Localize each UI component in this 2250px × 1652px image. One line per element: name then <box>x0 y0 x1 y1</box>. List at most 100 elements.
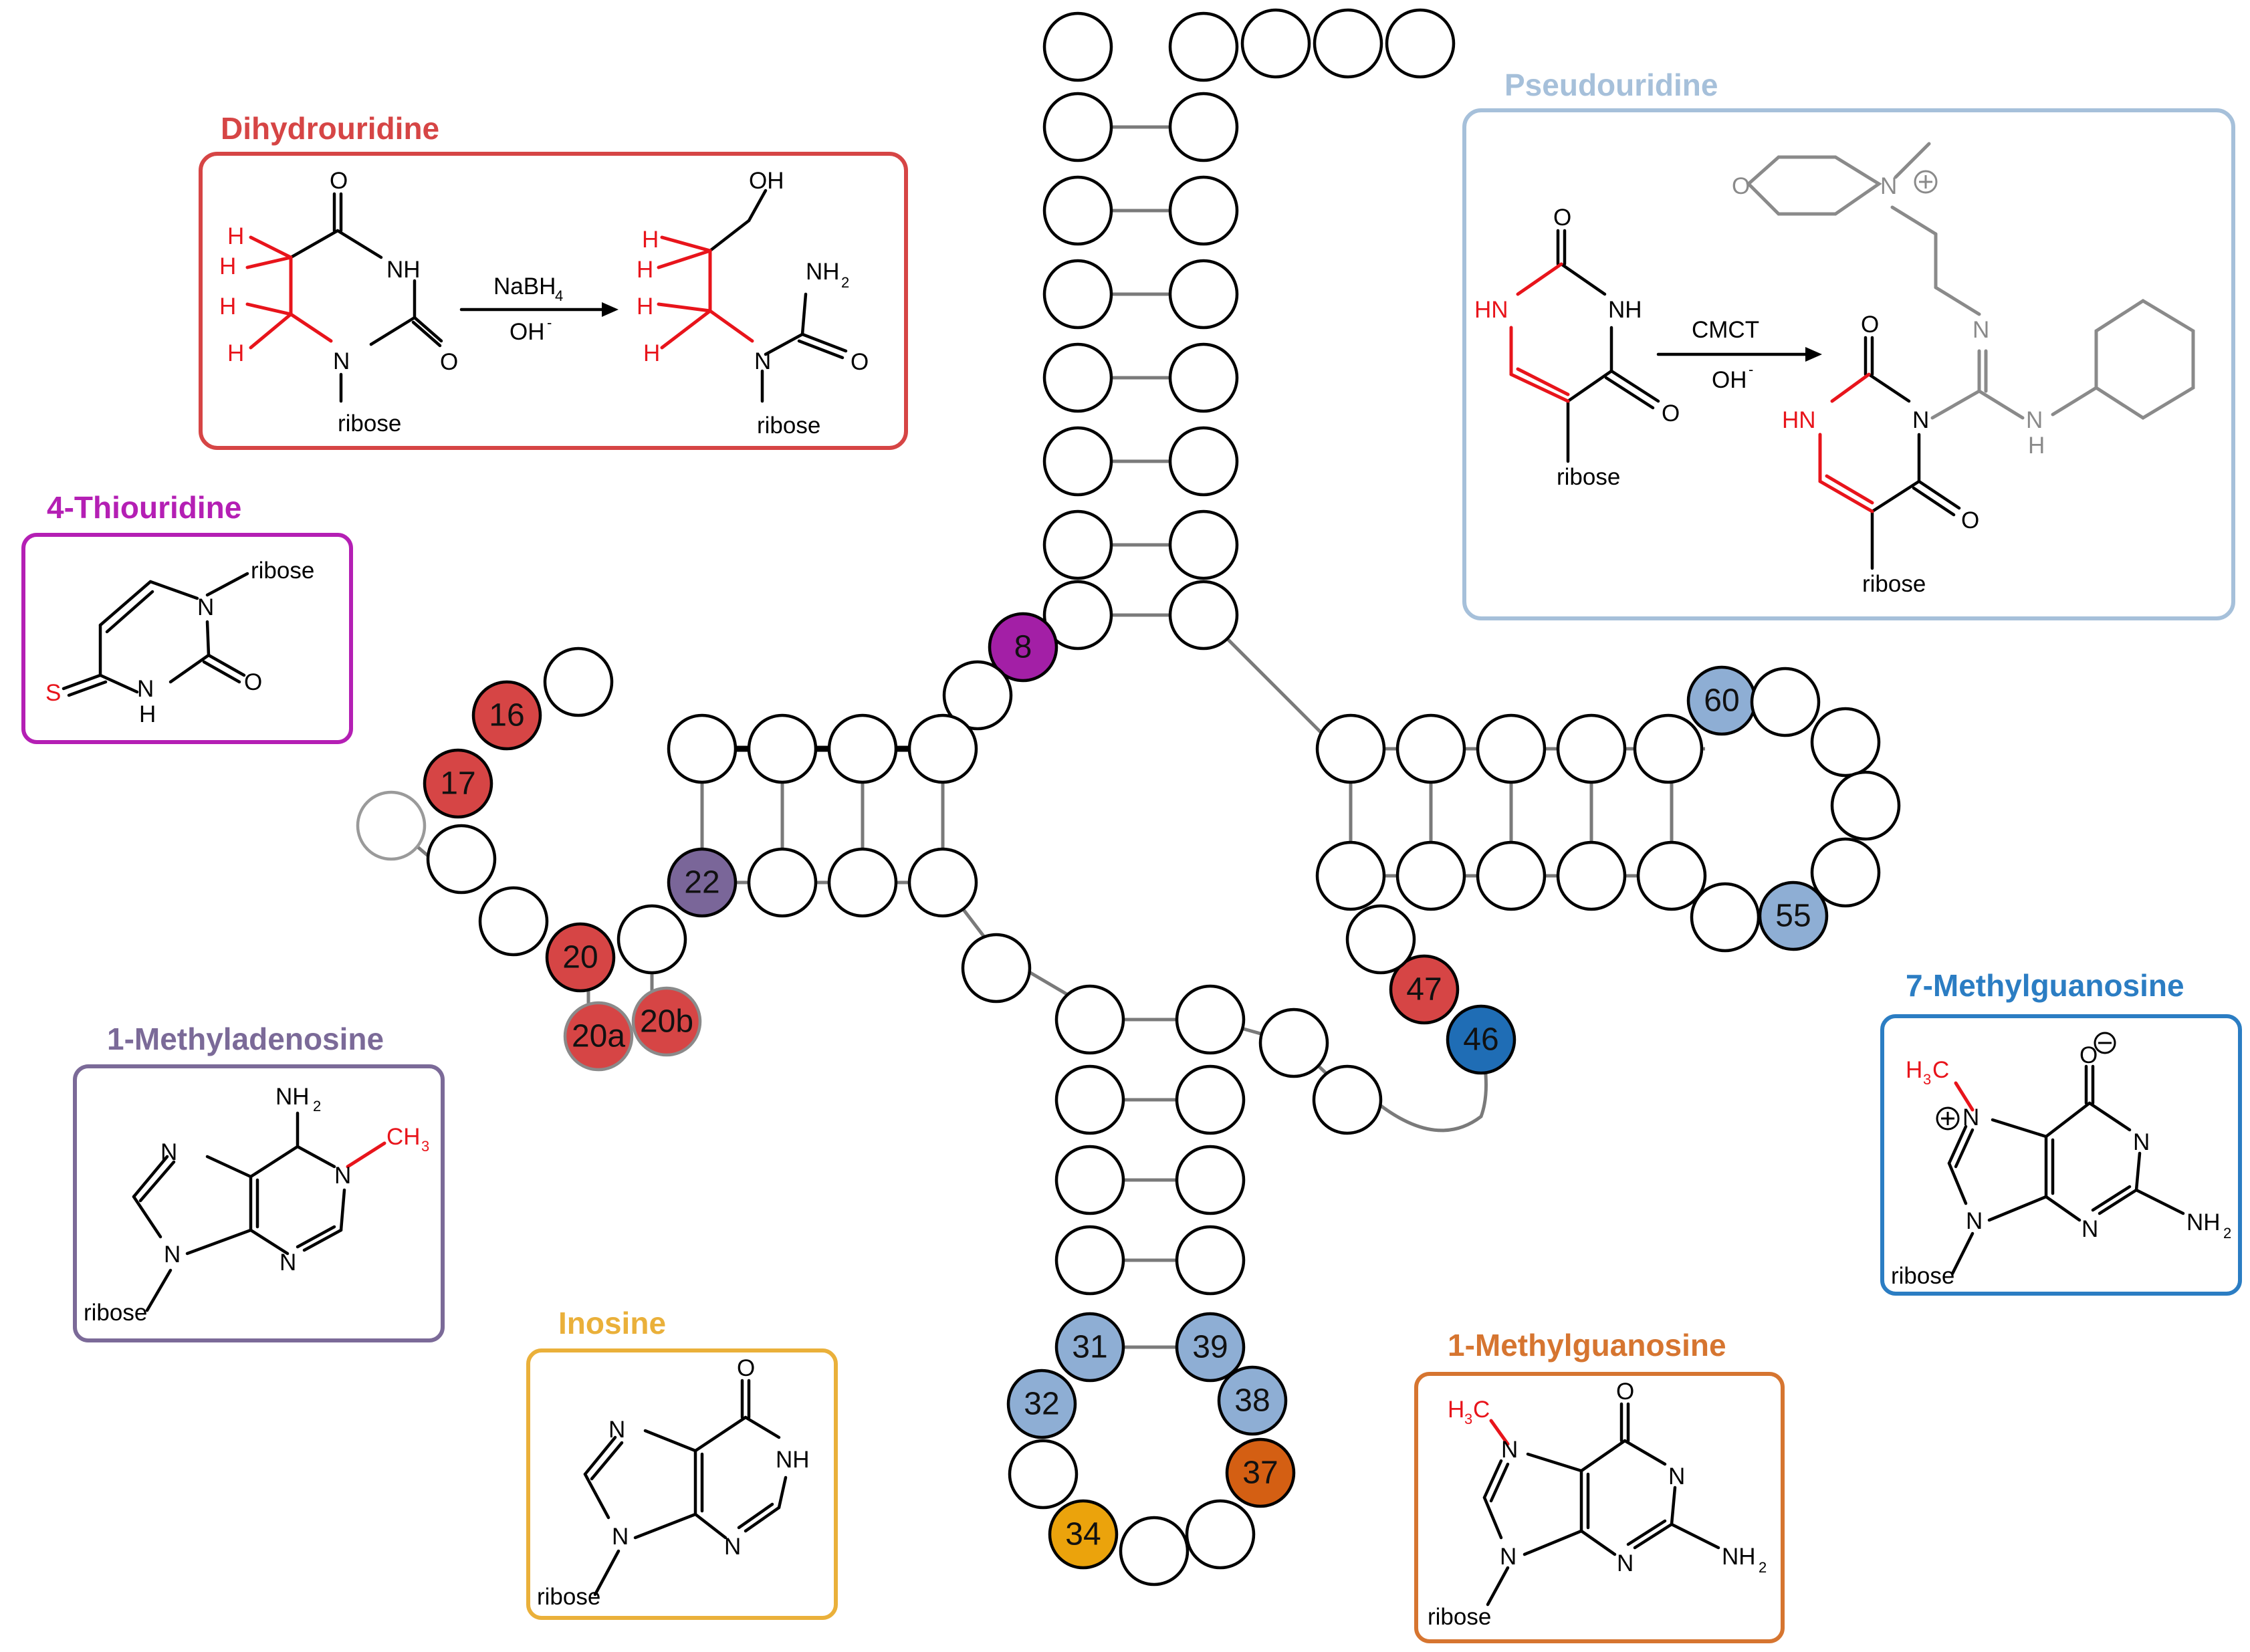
nucleotide <box>1636 840 1707 911</box>
nucleotide-31 <box>1054 1312 1125 1383</box>
nucleotide-label-38: 38 <box>1234 1383 1270 1419</box>
methyladenosine-box <box>73 1064 445 1342</box>
m1a-n9: N <box>164 1242 181 1268</box>
m1a-n3: N <box>279 1250 296 1276</box>
dhu-nh: NH <box>386 257 421 283</box>
nucleotide-label-55: 55 <box>1775 899 1811 934</box>
nucleotide <box>1054 1145 1125 1215</box>
thio-nh-n: N <box>137 676 154 702</box>
nucleotide <box>1690 882 1761 953</box>
nucleotide-label-20: 20 <box>562 940 598 975</box>
nucleotide-47 <box>1389 954 1460 1025</box>
nucleotide <box>426 824 497 895</box>
psi2-ribose: ribose <box>1862 571 1926 597</box>
methylguanosine-box <box>1414 1372 1785 1643</box>
nucleotide-label-16: 16 <box>489 698 524 733</box>
nucleotide <box>1633 713 1704 784</box>
nucleotide <box>1315 840 1386 911</box>
nucleotide <box>1054 1225 1125 1296</box>
dhu-h4: H <box>227 340 244 366</box>
m7g-n9: N <box>1966 1208 1983 1234</box>
nucleotide <box>1175 1064 1246 1135</box>
thiouridine-title: 4-Thiouridine <box>47 490 241 525</box>
nucleotide <box>1168 426 1239 497</box>
nucleotide <box>1168 92 1239 162</box>
dhu2-o: O <box>851 349 869 375</box>
nucleotide-22 <box>667 847 738 918</box>
nucleotide-46 <box>1446 1004 1516 1075</box>
psi2-o2: O <box>1961 507 1979 534</box>
nucleotide-label-22: 22 <box>684 865 719 901</box>
methylguanosine-title: 1-Methylguanosine <box>1448 1328 1726 1363</box>
inosine-panel: Inosine O NH N N N ribose <box>526 1306 838 1620</box>
nucleotide-label-17: 17 <box>440 766 475 802</box>
nucleotide-label-47: 47 <box>1406 972 1442 1008</box>
trna-nucleotides <box>356 8 1901 1586</box>
nucleotide <box>1168 175 1239 246</box>
m1a-ch3-sub: 3 <box>421 1138 429 1155</box>
psi-o: O <box>1553 205 1571 231</box>
inosine-title: Inosine <box>558 1306 666 1340</box>
nucleotide <box>478 886 549 957</box>
psi-condition-sup: - <box>1749 361 1753 378</box>
dhu2-h2: H <box>637 257 653 283</box>
psi2-nh-n: N <box>2026 407 2043 433</box>
pseudouridine-panel: Pseudouridine O HN NH O ribose CMCT OH - <box>1462 68 2235 620</box>
nucleotide <box>907 713 978 784</box>
thio-ribose: ribose <box>251 558 314 584</box>
nucleotide <box>747 847 818 918</box>
nucleotide <box>1258 1008 1329 1078</box>
pseudouridine-box <box>1462 108 2235 620</box>
nucleotide <box>1042 92 1113 162</box>
dihydrouridine-box <box>199 152 908 450</box>
nucleotide-39 <box>1175 1312 1246 1383</box>
nucleotide <box>1042 175 1113 246</box>
psi-reagent: CMCT <box>1692 317 1759 343</box>
dhu-o2: O <box>440 349 458 375</box>
dhu-condition-sup: - <box>547 314 552 331</box>
m7g-h3c-sub: 3 <box>1923 1071 1931 1088</box>
nucleotide-20b <box>631 986 702 1057</box>
nucleotide-20a <box>563 1001 634 1072</box>
dhu-n: N <box>333 348 350 374</box>
nucleotide-label-20a: 20a <box>572 1019 625 1054</box>
m7g-n7: N <box>1962 1104 1979 1131</box>
nucleotide <box>942 660 1013 731</box>
m1g-h3c-h: H <box>1448 1397 1464 1423</box>
dihydrouridine-title: Dihydrouridine <box>221 111 439 146</box>
m1a-ch3: CH <box>386 1124 421 1150</box>
dhu-h1: H <box>227 223 244 249</box>
nucleotide <box>1168 580 1239 651</box>
pseudouridine-title: Pseudouridine <box>1504 68 1718 102</box>
nucleotide-label-60: 60 <box>1704 683 1739 719</box>
ino-n3: N <box>724 1534 741 1560</box>
m7g-nh2-sub: 2 <box>2223 1225 2231 1242</box>
dhu2-oh: OH <box>749 168 784 194</box>
nucleotide <box>1240 8 1311 79</box>
m1g-nh2: NH <box>1722 1544 1756 1570</box>
m1a-nh2: NH <box>275 1084 310 1110</box>
nucleotide <box>1810 707 1881 778</box>
dhu-h2: H <box>219 253 236 279</box>
thio-s: S <box>45 680 61 706</box>
nucleotide <box>1385 8 1456 79</box>
nucleotide-20 <box>545 922 616 993</box>
m1g-h3c-c: C <box>1473 1397 1490 1423</box>
nucleotide <box>1830 770 1901 841</box>
m1a-n1: N <box>334 1163 351 1189</box>
nucleotide <box>1175 1225 1246 1296</box>
nucleotide <box>1054 984 1125 1055</box>
nucleotide <box>1556 840 1627 911</box>
m7g-h3c-h: H <box>1906 1057 1922 1083</box>
dihydrouridine-panel: Dihydrouridine O NH O N ribose H <box>199 111 908 450</box>
nucleotide <box>1042 11 1113 82</box>
m1g-n7: N <box>1501 1437 1518 1463</box>
m1a-ribose: ribose <box>84 1300 147 1326</box>
nucleotide-17 <box>423 748 493 819</box>
m7g-n1: N <box>2133 1129 2150 1155</box>
nucleotide <box>1313 8 1383 79</box>
nucleotide <box>1395 840 1466 911</box>
nucleotide <box>543 646 614 717</box>
thio-n: N <box>197 594 214 620</box>
m1a-n7: N <box>160 1139 177 1165</box>
